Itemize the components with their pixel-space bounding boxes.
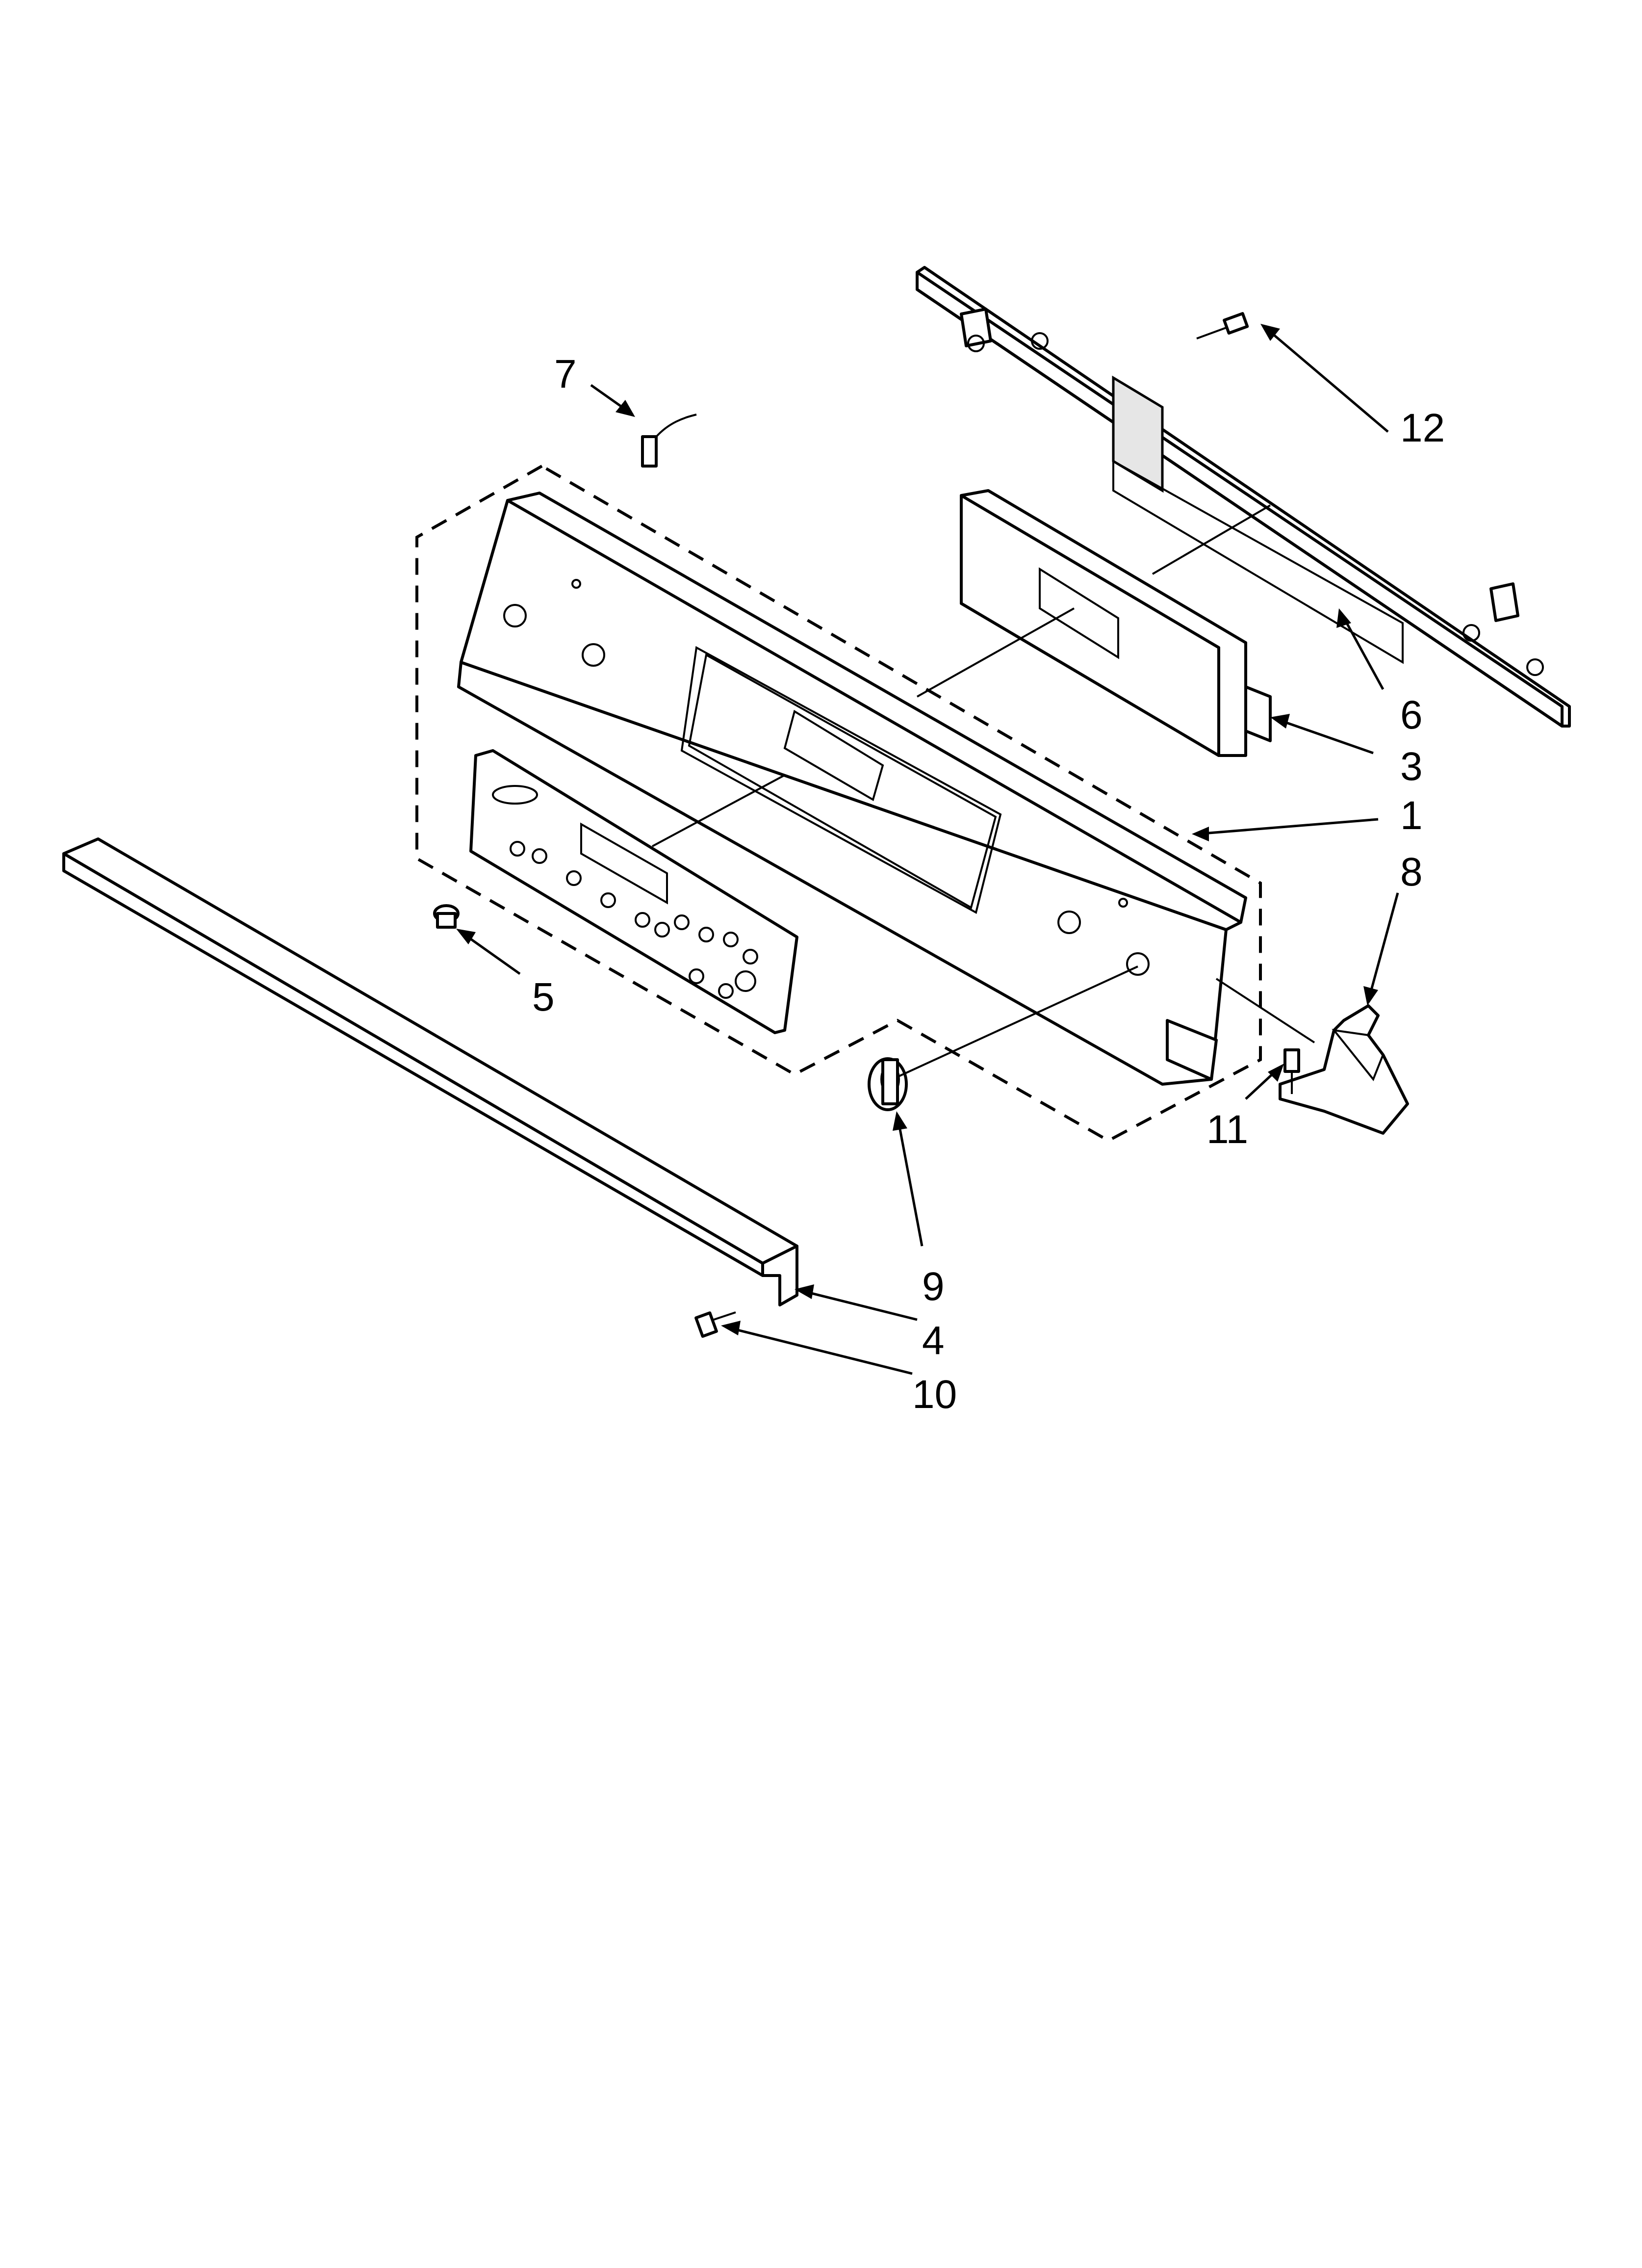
callout-5: 5 — [532, 975, 555, 1019]
control-board — [960, 489, 1272, 757]
callout-1: 1 — [1400, 793, 1423, 838]
callout-7: 7 — [554, 352, 577, 396]
callout-12: 12 — [1400, 406, 1445, 450]
membrane-overlay — [469, 749, 798, 1034]
rear-bracket — [916, 266, 1571, 728]
callout-labels: 7 12 6 3 1 8 11 5 9 4 10 — [532, 352, 1445, 1417]
wire-connector — [641, 414, 697, 468]
end-cap — [1279, 1004, 1409, 1135]
callout-8: 8 — [1400, 850, 1423, 894]
callout-11: 11 — [1206, 1107, 1248, 1152]
callout-6: 6 — [1400, 693, 1423, 737]
control-console — [457, 492, 1247, 1086]
screw-10 — [694, 1311, 736, 1338]
screw-12 — [1196, 312, 1249, 339]
callout-10: 10 — [912, 1372, 957, 1417]
trim-strip — [62, 837, 798, 1306]
screw-11 — [1283, 1048, 1300, 1094]
callout-4: 4 — [922, 1318, 945, 1363]
assembly-boundary — [415, 465, 1262, 1143]
plug-part — [433, 904, 460, 929]
callout-arrows — [456, 324, 1399, 1375]
callout-3: 3 — [1400, 744, 1423, 789]
callout-9: 9 — [922, 1264, 945, 1309]
knob — [868, 1057, 908, 1111]
